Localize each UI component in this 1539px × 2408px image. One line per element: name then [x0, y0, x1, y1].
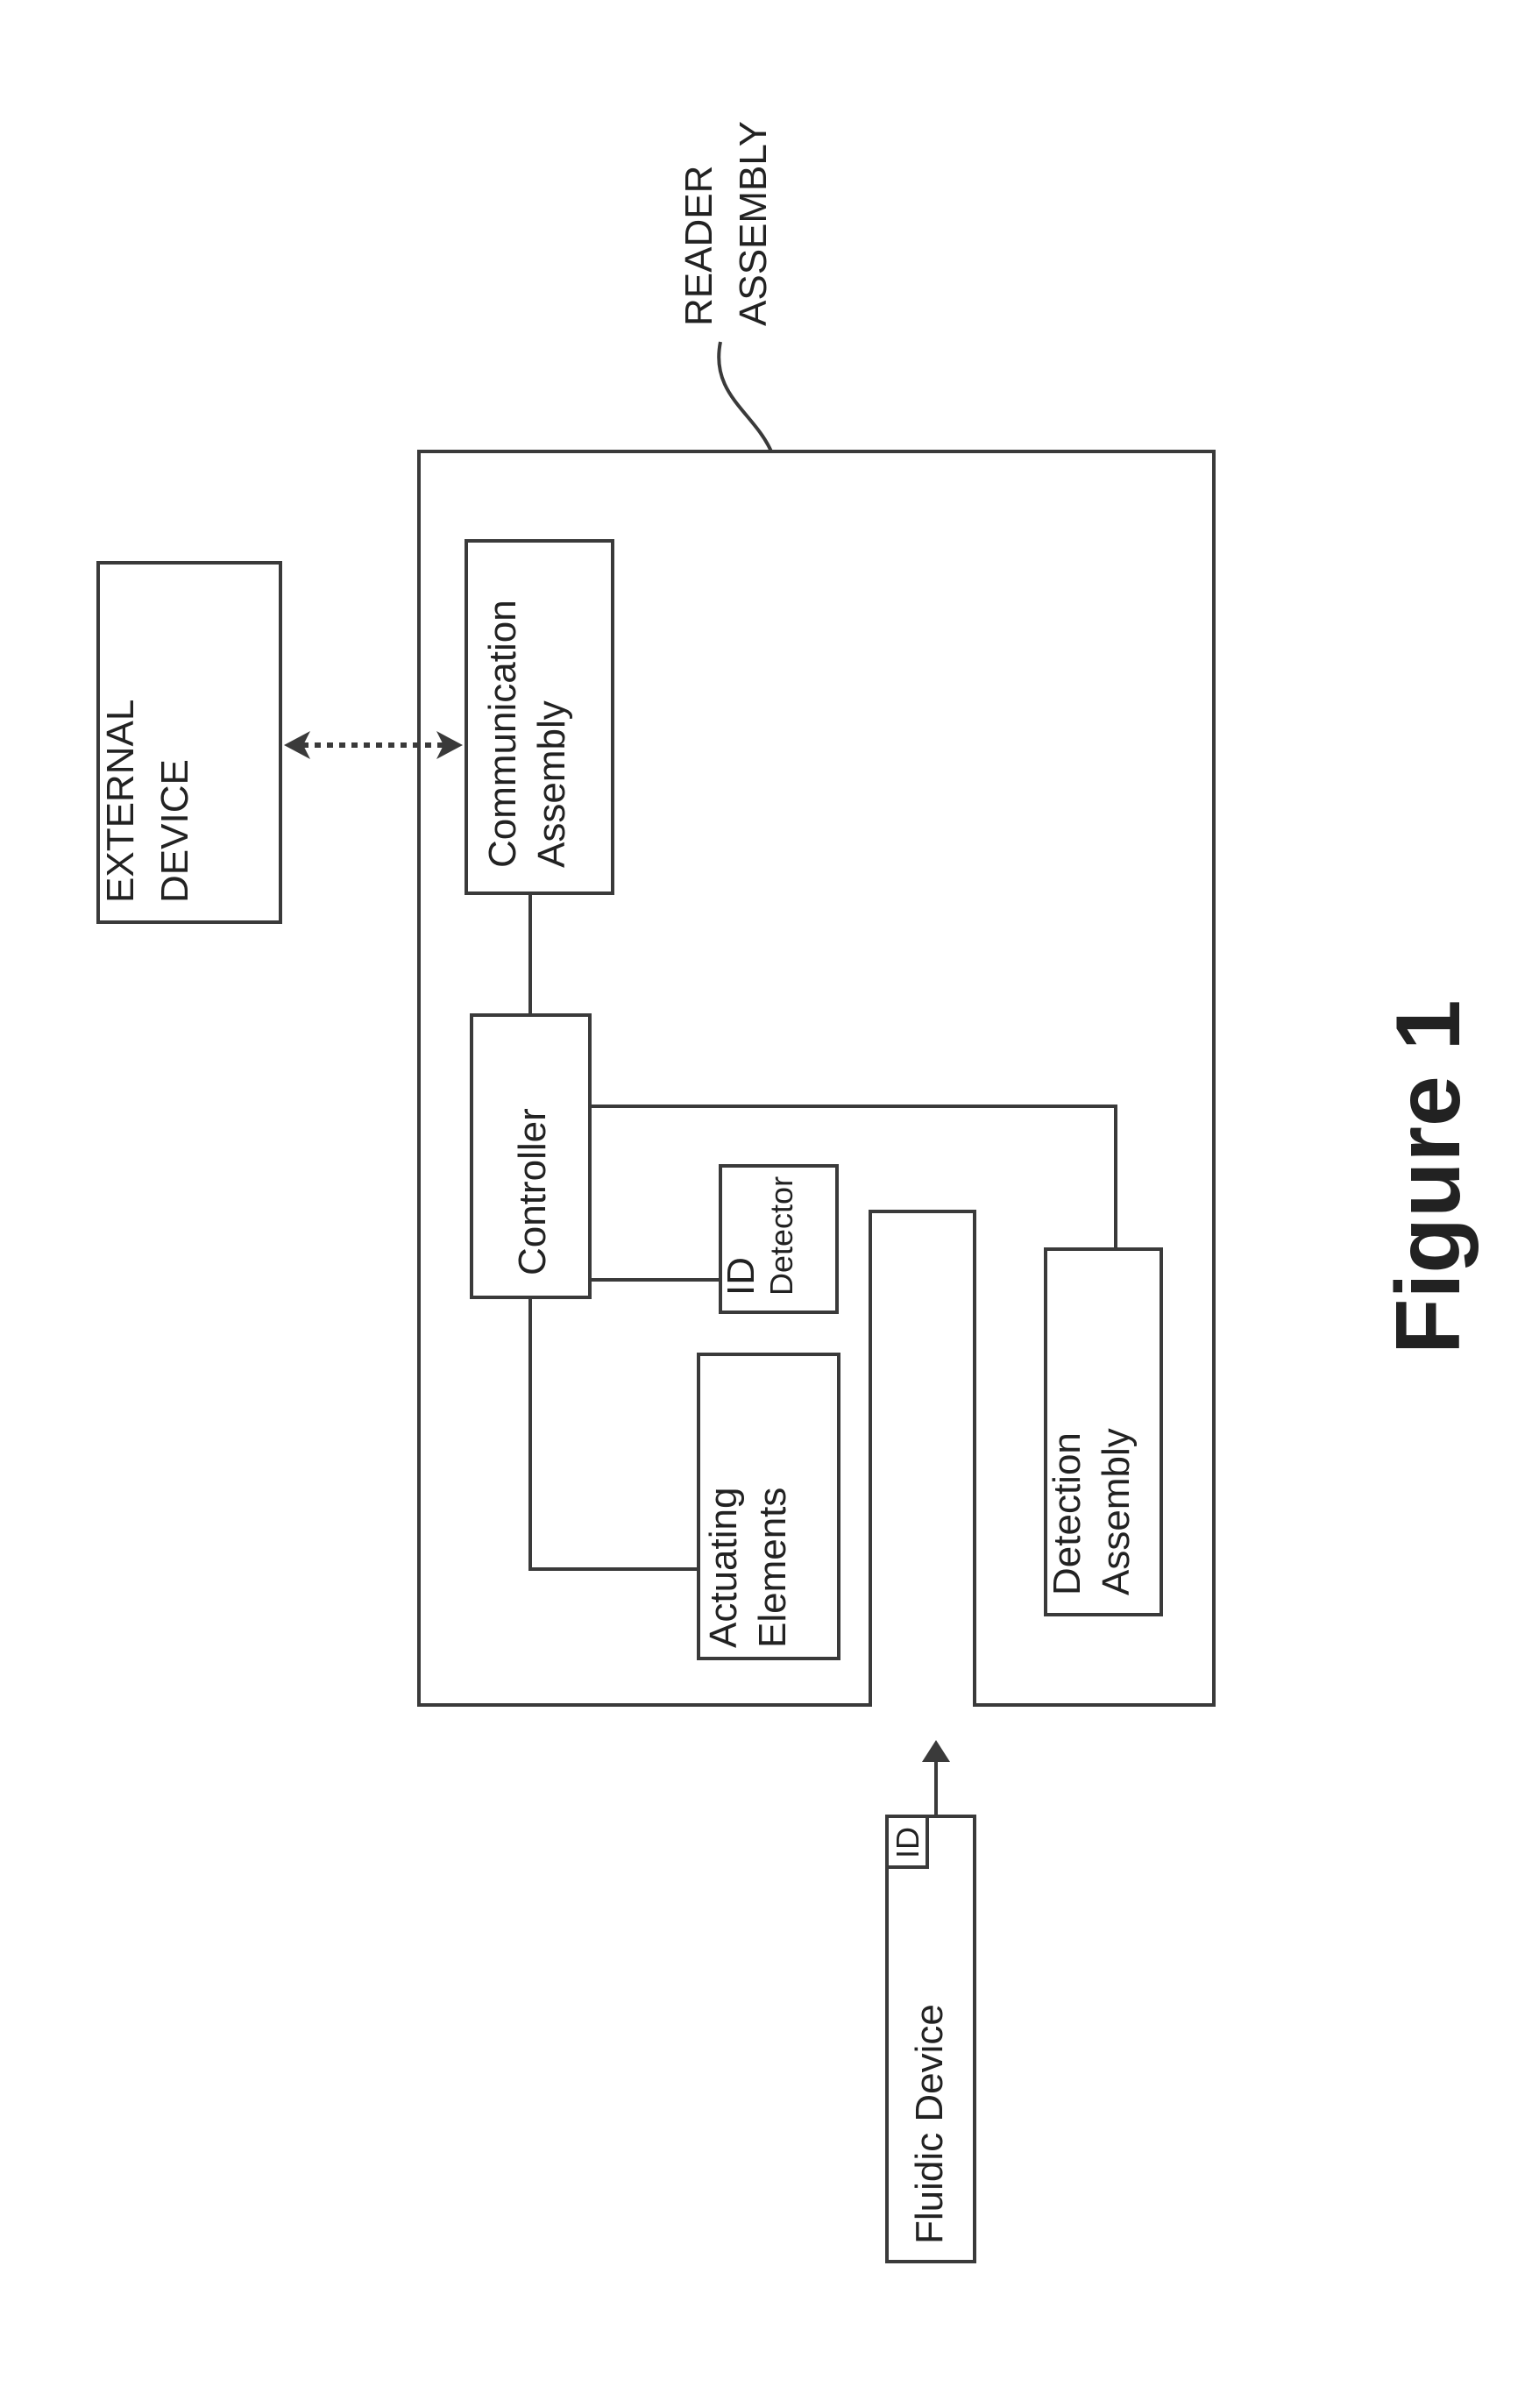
reader-assembly-leader-line — [719, 342, 771, 451]
wire-controller-detection-assembly — [590, 1106, 1116, 1249]
reader-assembly-label: READER ASSEMBLY — [677, 121, 775, 326]
id-tag-label: ID — [890, 1827, 926, 1858]
wire-controller-actuating-elements — [530, 1297, 699, 1569]
fluidic-device-label: Fluidic Device — [908, 2004, 951, 2244]
controller-label: Controller — [511, 1108, 554, 1275]
insertion-arrowhead-icon — [922, 1740, 950, 1762]
id-detector-label: ID Detector — [720, 1176, 799, 1296]
external-device-label: EXTERNAL DEVICE — [99, 690, 196, 903]
actuating-elements-label: Actuating Elements — [702, 1476, 794, 1648]
figure-caption: Figure 1 — [1378, 999, 1479, 1354]
detection-assembly-label: Detection Assembly — [1046, 1422, 1138, 1595]
communication-assembly-label: Communication Assembly — [481, 589, 573, 868]
